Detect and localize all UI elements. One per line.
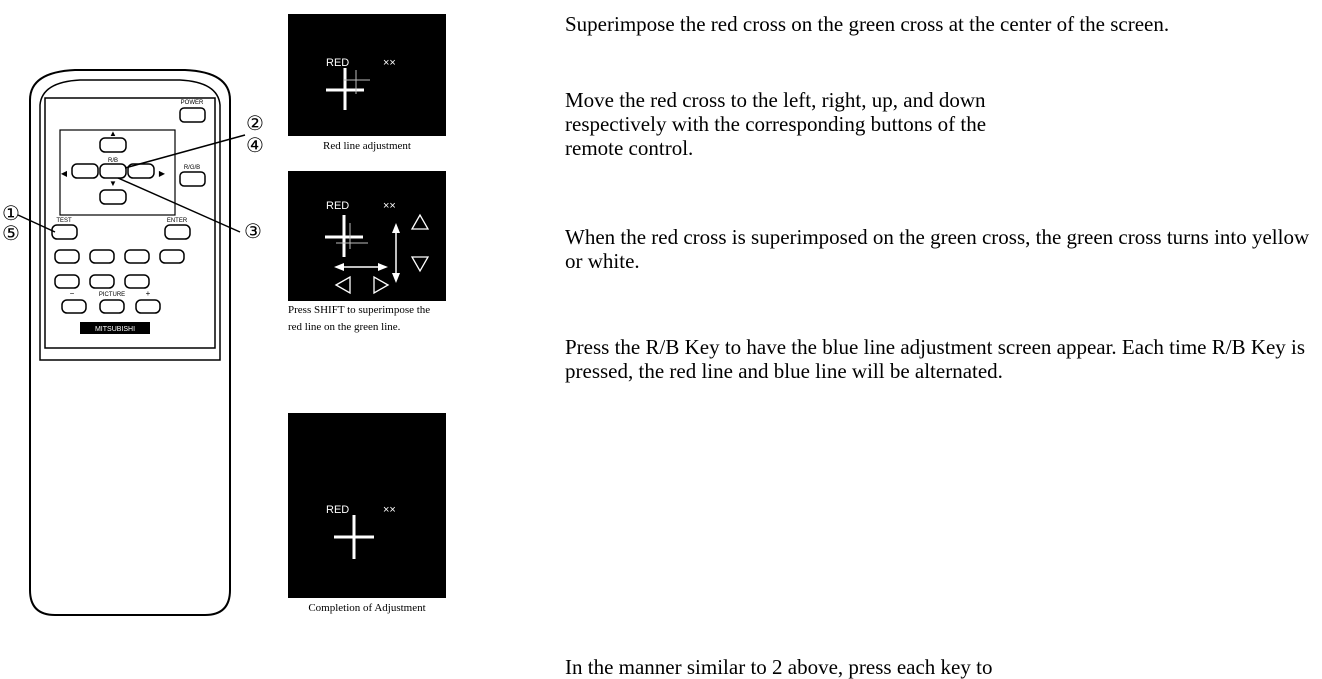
picture-plus: + [146, 289, 151, 298]
figure-caption-1: Red line adjustment [323, 140, 411, 152]
red-line-adjustment-screen: RED ×× [288, 14, 446, 136]
dpad-frame [59, 129, 176, 216]
rb-label: R/B [108, 158, 118, 164]
picture-minus-button [61, 299, 87, 314]
callout-line-2 [124, 134, 246, 169]
right-arrow-icon [378, 263, 388, 271]
key-7 [124, 274, 150, 289]
test-label: TEST [56, 218, 72, 224]
callout-1: ① [2, 203, 20, 225]
power-button [179, 107, 206, 123]
key-4 [159, 249, 185, 264]
down-arrow-icon [392, 273, 400, 283]
paragraph-2: Move the red cross to the left, right, u… [565, 88, 987, 160]
callout-3: ③ [244, 221, 262, 243]
callout-line-3 [117, 177, 241, 233]
paragraph-4: Press the R/B Key to have the blue line … [565, 335, 1306, 383]
power-label: POWER [181, 100, 204, 106]
figure-caption-2a: Press SHIFT to superimpose the [288, 304, 431, 316]
down-button [99, 189, 127, 205]
left-arrow-icon: ◀ [61, 169, 68, 178]
key-1 [54, 249, 80, 264]
completion-screen: RED ×× [288, 413, 446, 598]
remote-panel [44, 97, 216, 349]
paragraph-3: When the red cross is superimposed on th… [565, 225, 1310, 273]
right-triangle-icon [373, 275, 390, 295]
down-arrow-icon: ▼ [109, 179, 117, 188]
key-2 [89, 249, 115, 264]
key-5 [54, 274, 80, 289]
paragraph-1: Superimpose the red cross on the green c… [565, 12, 1170, 36]
paragraph-5: In the manner similar to 2 above, press … [565, 655, 993, 679]
picture-minus: − [70, 289, 75, 298]
key-3 [124, 249, 150, 264]
picture-plus-button [135, 299, 161, 314]
figure-caption-3: Completion of Adjustment [308, 602, 426, 614]
shift-adjustment-screen: RED ×× [288, 171, 446, 301]
screen-xx-label: ×× [383, 504, 396, 516]
up-button [99, 137, 127, 153]
callout-2: ② [246, 113, 264, 135]
screen-red-label: RED [326, 200, 349, 212]
test-button [51, 224, 78, 240]
rgb-label: R/G/B [184, 165, 200, 171]
enter-label: ENTER [167, 218, 188, 224]
figure-caption-2b: red line on the green line. [288, 321, 401, 333]
picture-label: PICTURE [99, 292, 125, 298]
up-arrow-icon: ▲ [109, 129, 117, 138]
up-triangle-icon [410, 213, 430, 230]
rgb-button [179, 171, 206, 187]
screen-red-label: RED [326, 504, 349, 516]
remote-inner-outline [39, 79, 221, 361]
callout-5: ⑤ [2, 223, 20, 245]
remote-body [29, 69, 231, 616]
left-triangle-icon [334, 275, 351, 295]
rb-button [99, 163, 127, 179]
callout-4: ④ [246, 135, 264, 157]
down-triangle-icon [410, 256, 430, 273]
callout-line-1 [17, 214, 56, 233]
key-6 [89, 274, 115, 289]
left-button [71, 163, 99, 179]
screen-xx-label: ×× [383, 200, 396, 212]
right-arrow-icon: ▶ [159, 169, 166, 178]
enter-button [164, 224, 191, 240]
remote-control-illustration: POWER ▲ ◀ R/B ▶ ▼ R/G/B TEST ENTER − PIC… [2, 69, 264, 616]
brand-label: MITSUBISHI [95, 326, 135, 333]
up-arrow-icon [392, 223, 400, 233]
brand-plate [80, 322, 150, 334]
picture-mid-button [99, 299, 125, 314]
screen-xx-label: ×× [383, 57, 396, 69]
left-arrow-icon [334, 263, 344, 271]
screen-red-label: RED [326, 57, 349, 69]
